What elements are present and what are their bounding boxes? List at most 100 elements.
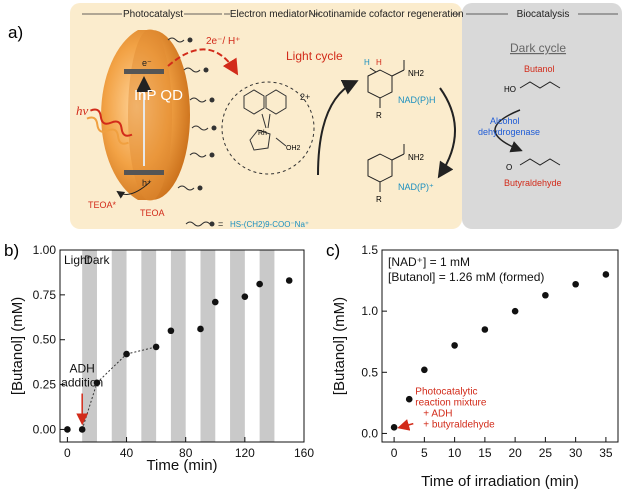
butanol-concentration-note: [Butanol] = 1.26 mM (formed) [388, 270, 544, 284]
ligand-equals: = [218, 219, 223, 229]
legend-dark: Dark [84, 253, 110, 267]
data-point [602, 271, 610, 278]
mediator-circle [221, 81, 315, 175]
y-tick-label: 1.00 [33, 243, 57, 257]
chart-c-points [390, 271, 610, 431]
header-cofactor-regeneration: Nicotinamide cofactor regeneration [308, 9, 463, 20]
data-point [211, 298, 219, 306]
dotted-connector [96, 353, 127, 384]
reaction-annotation-line: Photocatalytic [415, 386, 477, 397]
dark-interval-shading [82, 250, 275, 442]
dark-interval-band [82, 250, 97, 442]
light-wave-icon [86, 116, 129, 145]
dotted-connector [126, 346, 157, 355]
data-point [390, 424, 398, 431]
data-point [78, 426, 86, 433]
butyraldehyde-label: Butyraldehyde [504, 178, 562, 188]
panel-b-label: b) [4, 241, 19, 260]
data-point [542, 291, 549, 299]
ligand-icon [167, 37, 185, 43]
valence-band [124, 170, 164, 175]
teoa-oxidized-label: TEOA* [88, 200, 117, 210]
x-tick-label: 30 [569, 446, 583, 460]
ligand-icon [183, 67, 201, 73]
rh-complex-icon [243, 89, 287, 151]
data-point [481, 326, 489, 333]
x-tick-label: 120 [235, 446, 255, 460]
x-tick-label: 35 [599, 446, 613, 460]
dark-interval-band [230, 250, 245, 442]
ho-label: HO [504, 85, 516, 94]
ligand-formula: HS-(CH2)9-COO⁻Na⁺ [230, 220, 309, 229]
oh2-label: OH2 [286, 145, 301, 152]
teoa-arrow [116, 181, 151, 199]
reaction-annotation-arrow [397, 419, 414, 431]
header-mask [320, 8, 452, 20]
x-tick-label: 0 [64, 446, 71, 460]
chart-b-y-label: [Butanol] (mM) [9, 297, 26, 395]
ligand-legend-icon [185, 221, 211, 227]
chart-b-frame [59, 249, 305, 443]
x-tick-label: 160 [294, 446, 314, 460]
chart-c-x-label: Time of irradiation (min) [421, 473, 579, 490]
x-tick-label: 80 [179, 446, 193, 460]
reaction-annotation-line: reaction mixture [415, 397, 487, 408]
ligand-heads [187, 37, 217, 191]
ligand-icon [189, 97, 207, 103]
header-photocatalyst: Photocatalyst [123, 9, 183, 20]
teoa-label: TEOA [140, 208, 165, 218]
nadp-label: NAD(P)⁺ [398, 182, 434, 192]
x-tick-label: 20 [508, 446, 522, 460]
header-mask [508, 8, 578, 20]
x-tick-label: 15 [478, 446, 492, 460]
h-label: H [376, 58, 382, 67]
dark-cycle-label: Dark cycle [510, 41, 566, 55]
dark-interval-band [200, 250, 216, 442]
o-label: O [506, 163, 512, 172]
rh-label: Rh [258, 130, 267, 137]
data-point [285, 277, 293, 284]
dark-interval-band [259, 250, 275, 442]
header-mask [230, 8, 310, 20]
nadph-label: NAD(P)H [398, 95, 436, 105]
dark-interval-band [111, 250, 127, 442]
y-tick-label: 0.75 [33, 288, 57, 302]
x-tick-label: 25 [539, 446, 553, 460]
data-point [123, 350, 130, 358]
butanol-structure-icon [519, 81, 561, 89]
electron-label: e⁻ [142, 58, 152, 68]
panel-a-label: a) [8, 23, 23, 42]
y-tick-label: 0.25 [33, 378, 57, 392]
x-tick-label: 10 [448, 446, 462, 460]
data-point [64, 426, 71, 433]
hv-label: hv [76, 103, 89, 118]
data-point [167, 327, 175, 335]
legend-light: Light [64, 253, 91, 267]
y-tick-label: 0.0 [361, 426, 378, 440]
y-tick-label: 0.50 [33, 333, 57, 347]
electron-transfer-arrow [167, 48, 239, 76]
nadp-structure-icon [367, 144, 405, 192]
panel-c-label: c) [326, 241, 340, 260]
light-cycle-label: Light cycle [286, 49, 343, 63]
y-tick-label: 0.00 [33, 422, 57, 436]
data-point [511, 307, 519, 315]
qd-label: InP QD [134, 87, 183, 104]
quantum-dot-shade [128, 29, 172, 201]
nad-concentration-note: [NAD⁺] = 1 mM [388, 255, 470, 269]
light-wave-icon [90, 108, 133, 137]
ligands [167, 37, 209, 191]
reaction-annotation-line: + butyraldehyde [423, 419, 495, 430]
header-biocatalysis: Biocatalysis [517, 9, 570, 20]
data-point [256, 280, 263, 288]
data-point [451, 342, 458, 349]
data-point [405, 395, 413, 403]
h-label: H [364, 58, 370, 67]
charge-label: 2+ [300, 92, 310, 102]
ligand-icon [177, 185, 195, 191]
y-tick-label: 1.5 [361, 243, 378, 257]
x-tick-label: 0 [391, 446, 398, 460]
